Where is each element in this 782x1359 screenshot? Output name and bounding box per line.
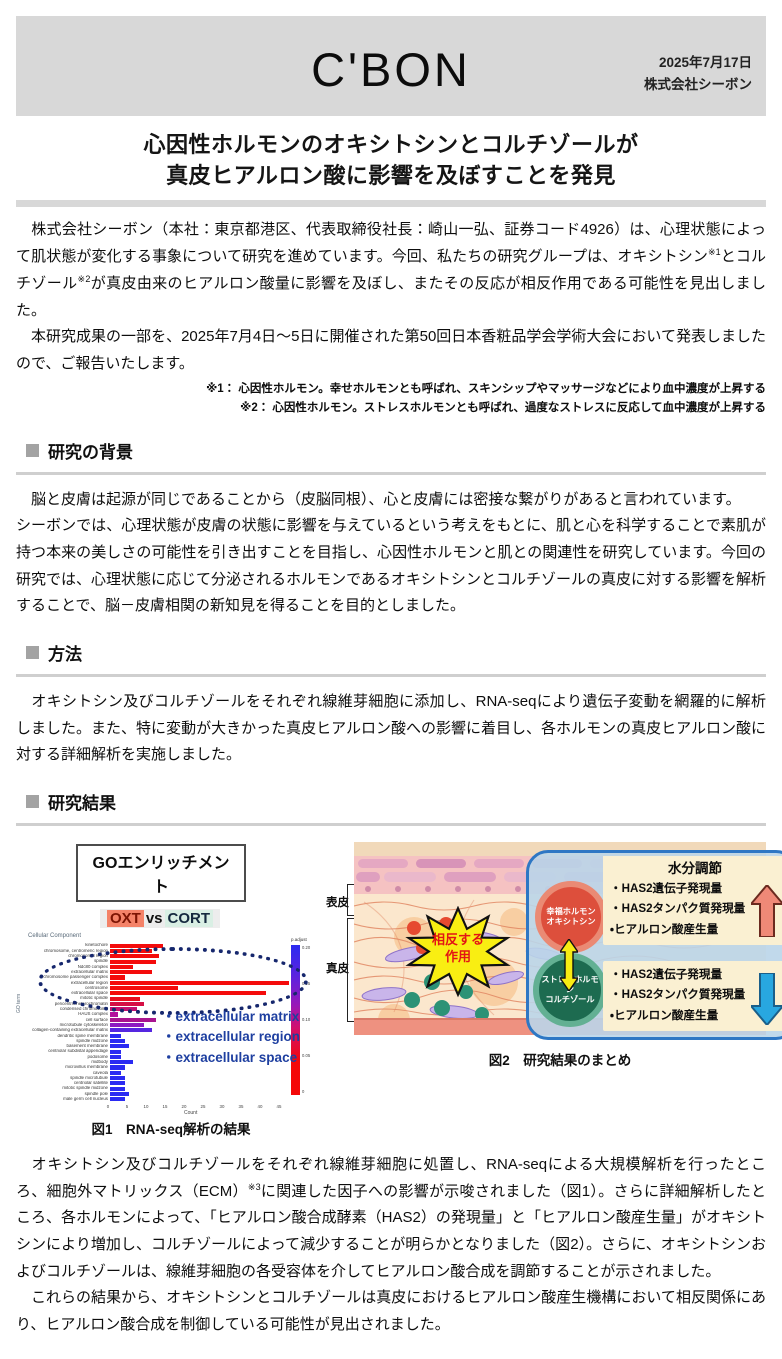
go-bar-row: basement membrane bbox=[22, 1044, 289, 1049]
go-bar-row: mitotic spindle midzone bbox=[22, 1086, 289, 1091]
title-divider bbox=[16, 200, 766, 208]
section-square-icon bbox=[26, 443, 39, 457]
go-bar-row: cell surface bbox=[22, 1017, 289, 1022]
decrease-arrow-icon bbox=[751, 973, 782, 1026]
footnote-2: ※2： 心因性ホルモン。ストレスホルモンとも呼ばれ、過度なストレスに反応して血中… bbox=[240, 401, 766, 414]
background-body: 脳と皮膚は起源が同じであることから（皮脳同根）、心と皮膚には密接な繋がりがあると… bbox=[16, 490, 766, 615]
list-item: ・extracellular matrix bbox=[162, 1009, 300, 1025]
section-divider bbox=[16, 471, 766, 475]
section-heading-method: 方法 bbox=[16, 640, 766, 665]
figure2-caption: 図2 研究結果のまとめ bbox=[488, 1053, 632, 1069]
go-bar-row: microvillus membrane bbox=[22, 1065, 289, 1070]
highlight-ellipse bbox=[38, 947, 308, 1016]
method-body: オキシトシン及びコルチゾールをそれぞれ線維芽細胞に添加し、RNA-seqにより遺… bbox=[16, 692, 766, 764]
go-bar-row: spindle microtubule bbox=[22, 1075, 289, 1081]
footnote-marker-3: ※3 bbox=[247, 1181, 261, 1192]
chart-x-axis-label: Count bbox=[184, 1110, 198, 1117]
section-heading-label: 研究結果 bbox=[48, 794, 116, 814]
footnote-marker-2: ※2 bbox=[77, 273, 91, 284]
section-divider bbox=[16, 823, 766, 827]
vs-label: vs bbox=[145, 910, 163, 928]
double-arrow-icon bbox=[560, 939, 578, 992]
title-line-1: 心因性ホルモンのオキシトシンとコルチゾールが bbox=[143, 132, 639, 157]
footnote-marker-1: ※1 bbox=[708, 247, 721, 258]
cortisol-effects-box: ・HAS2遺伝子発現量・HAS2タンパク質発現量・ヒアルロン酸産生量 bbox=[603, 961, 782, 1032]
section-divider bbox=[16, 673, 766, 677]
list-item: ・HAS2遺伝子発現量 bbox=[610, 968, 723, 982]
list-item: ・ヒアルロン酸産生量 bbox=[610, 1008, 719, 1022]
dermis-label: 真皮 bbox=[326, 963, 349, 976]
dermis-bracket bbox=[347, 918, 354, 1023]
go-bar-row: podosome bbox=[22, 1054, 289, 1059]
company-name: 株式会社シーボン bbox=[644, 76, 752, 92]
go-bar-row: spindle midzone bbox=[22, 1038, 289, 1044]
go-bar-row: kinetochore bbox=[22, 943, 289, 948]
cortisol-circle-line2: コルチゾール bbox=[545, 995, 595, 1005]
figure-2: 表皮 真皮 bbox=[324, 842, 782, 1068]
list-item: ・HAS2遺伝子発現量 bbox=[610, 882, 723, 896]
starburst-line1: 相反する bbox=[431, 932, 484, 948]
list-item: ・extracellular space bbox=[162, 1049, 298, 1065]
title-line-2: 真皮ヒアルロン酸に影響を及ぼすことを発見 bbox=[166, 163, 616, 189]
intro-paragraph-1: 株式会社シーボン（本社：東京都港区、代表取締役社長：崎山一弘、証券コード4926… bbox=[16, 217, 766, 324]
company-logo: C'BON bbox=[311, 43, 471, 96]
increase-arrow-icon bbox=[751, 885, 782, 938]
epidermis-bracket bbox=[347, 884, 354, 917]
intro-text: が真皮由来のヒアルロン酸量に影響を及ぼし、またその反応が相反作用である可能性を見… bbox=[16, 274, 766, 319]
discussion-paragraph-1: オキシトシン及びコルチゾールをそれぞれ線維芽細胞に処置し、RNA-seqによる大… bbox=[16, 1152, 766, 1285]
go-bar-row: spindle pole bbox=[22, 1091, 289, 1097]
intro-text: とコルチゾール bbox=[16, 248, 766, 292]
section-heading-label: 研究の背景 bbox=[48, 442, 133, 462]
oxytocin-circle-line2: オキシトシン bbox=[546, 917, 596, 927]
section-square-icon bbox=[26, 645, 39, 659]
water-regulation-panel: 水分調節 幸福ホルモン オキシトシン ストレスホルモン コルチゾール ・HAS2… bbox=[526, 850, 782, 1041]
list-item: ・extracellular region bbox=[162, 1029, 301, 1045]
chart-title: Cellular Component bbox=[28, 933, 82, 940]
go-bar-row: collagen-containing extracellular matrix bbox=[22, 1028, 289, 1033]
intro-paragraph-2: 本研究成果の一部を、2025年7月4日～5日に開催された第50回日本香粧品学会学… bbox=[16, 328, 766, 372]
footnote-1: ※1： 心因性ホルモン。幸せホルモンとも呼ばれ、スキンシップやマッサージなどによ… bbox=[206, 382, 766, 395]
discussion-paragraph-2: これらの結果から、オキシトシンとコルチゾールは真皮におけるヒアルロン酸産生機構に… bbox=[16, 1289, 766, 1334]
footnotes: ※1： 心因性ホルモン。幸せホルモンとも呼ばれ、スキンシップやマッサージなどによ… bbox=[16, 380, 766, 418]
figure1-title-box: GOエンリッチメント bbox=[76, 844, 246, 903]
intro-text: 株式会社シーボン（本社：東京都港区、代表取締役社長：崎山一弘、証券コード4926… bbox=[16, 221, 766, 266]
list-item: ・ヒアルロン酸産生量 bbox=[610, 922, 719, 936]
header: C'BON 2025年7月17日 株式会社シーボン bbox=[16, 16, 766, 116]
oxytocin-effects-box: ・HAS2遺伝子発現量・HAS2タンパク質発現量・ヒアルロン酸産生量 bbox=[603, 875, 782, 946]
panel-title: 水分調節 bbox=[603, 856, 782, 879]
highlight-term-list: ・extracellular matrix ・extracellular regi… bbox=[162, 1007, 300, 1068]
colorbar-label: p.adjust bbox=[291, 937, 307, 943]
figure1-caption: 図1 RNA-seq解析の結果 bbox=[91, 1122, 251, 1138]
section-heading-background: 研究の背景 bbox=[16, 438, 766, 463]
section-heading-label: 方法 bbox=[48, 644, 82, 664]
date-block: 2025年7月17日 株式会社シーボン bbox=[644, 52, 752, 95]
go-bar-row: centriolar satellite bbox=[22, 1081, 289, 1086]
colorbar-gradient bbox=[291, 945, 300, 1096]
section-heading-results: 研究結果 bbox=[16, 789, 766, 814]
release-date: 2025年7月17日 bbox=[658, 55, 752, 70]
list-item: ・HAS2タンパク質発現量 bbox=[610, 902, 746, 916]
starburst-line2: 作用 bbox=[444, 948, 471, 964]
section-square-icon bbox=[26, 795, 39, 809]
oxt-label: OXT bbox=[107, 910, 144, 928]
list-item: ・HAS2タンパク質発現量 bbox=[610, 988, 746, 1002]
go-bar-row: caveola bbox=[22, 1070, 289, 1075]
go-bar-row: microtubule cytoskeleton bbox=[22, 1022, 289, 1028]
starburst-label: 相反する 作用 bbox=[404, 932, 512, 966]
go-bar-row: dendritic spine membrane bbox=[22, 1033, 289, 1038]
epidermis-label: 表皮 bbox=[326, 897, 349, 910]
cort-label: CORT bbox=[164, 910, 214, 928]
page-title: 心因性ホルモンのオキシトシンとコルチゾールが 真皮ヒアルロン酸に影響を及ぼすこと… bbox=[16, 129, 766, 191]
opposing-action-starburst bbox=[405, 906, 511, 998]
go-bar-row: HAUS complex bbox=[22, 1012, 289, 1017]
go-bar-row: midbody bbox=[22, 1060, 289, 1065]
go-bar-row: centriolar subdistal appendage bbox=[22, 1049, 289, 1054]
oxytocin-circle-line1: 幸福ホルモン bbox=[546, 906, 596, 916]
go-bar-row: male germ cell nucleus bbox=[22, 1097, 289, 1102]
